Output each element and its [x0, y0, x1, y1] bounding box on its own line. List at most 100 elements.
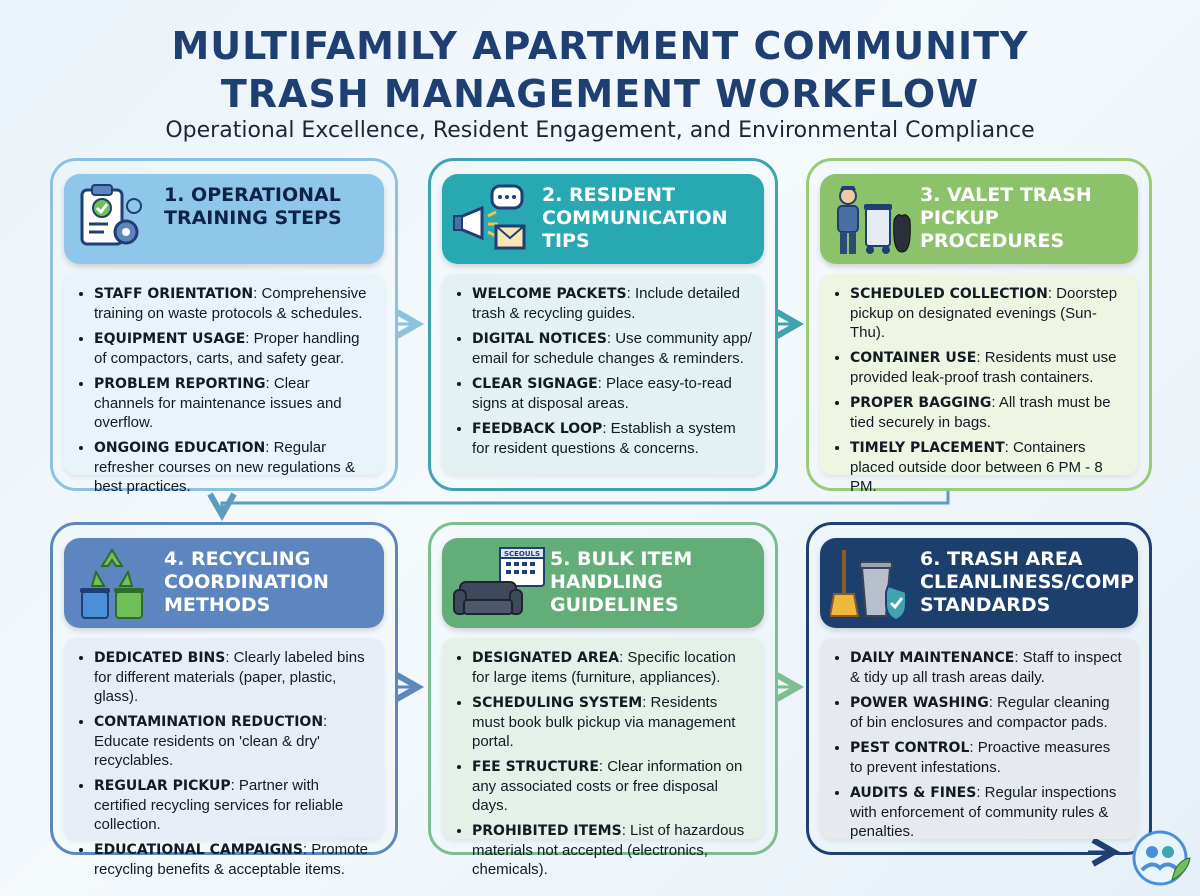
page-subtitle: Operational Excellence, Resident Engagem…: [165, 118, 1035, 143]
item-label: DEDICATED BINS: [94, 650, 226, 666]
list-item: TIMELY PLACEMENT: Containers placed outs…: [850, 438, 1126, 496]
item-text: : Educate residents on 'clean & dry' rec…: [94, 713, 328, 769]
item-label: PEST CONTROL: [850, 740, 970, 756]
list-item: SCHEDULED COLLECTION: Doorstep pickup on…: [850, 284, 1126, 342]
list-item: FEE STRUCTURE: Clear information on any …: [472, 757, 752, 815]
item-label: STAFF ORIENTATION: [94, 286, 254, 302]
arrow-3-to-4: [222, 490, 950, 515]
section-list: DEDICATED BINS: Clearly labeled bins for…: [78, 648, 372, 879]
item-label: EDUCATIONAL CAMPAIGNS: [94, 842, 303, 858]
section-header: SCEOULS 5. BULK ITEM HANDLING GUIDELINES: [442, 538, 764, 628]
section-frame: [428, 158, 778, 491]
section-body: DESIGNATED AREA: Specific location for l…: [442, 638, 764, 878]
list-item: FEEDBACK LOOP: Establish a system for re…: [472, 419, 752, 458]
item-text: : Proper handling of compactors, carts, …: [94, 330, 360, 367]
item-text: : Residents must use provided leak-proof…: [850, 349, 1117, 386]
title-line-1: MULTIFAMILY APARTMENT COMMUNITY: [171, 24, 1029, 68]
item-text: : Comprehensive training on waste protoc…: [94, 285, 367, 322]
list-item: ONGOING EDUCATION: Regular refresher cou…: [94, 438, 372, 496]
list-item: STAFF ORIENTATION: Comprehensive trainin…: [94, 284, 372, 323]
valet-worker-icon: [830, 182, 914, 263]
list-item: PROHIBITED ITEMS: List of hazardous mate…: [472, 821, 752, 879]
section-body: DAILY MAINTENANCE: Staff to inspect & ti…: [820, 638, 1138, 841]
section-header: 3. VALET TRASH PICKUP PROCEDURES: [820, 174, 1138, 264]
item-label: DAILY MAINTENANCE: [850, 650, 1015, 666]
section-title: 5. BULK ITEM HANDLING GUIDELINES: [550, 548, 693, 616]
item-label: WELCOME PACKETS: [472, 286, 627, 302]
item-label: EQUIPMENT USAGE: [94, 331, 246, 347]
calendar-label: SCEOULS: [504, 550, 540, 558]
list-item: AUDITS & FINES: Regular inspections with…: [850, 783, 1126, 841]
megaphone-chat-icon: [452, 182, 528, 259]
item-label: PROHIBITED ITEMS: [472, 823, 622, 839]
item-text: : Clear channels for maintenance issues …: [94, 375, 342, 431]
list-item: PEST CONTROL: Proactive measures to prev…: [850, 738, 1126, 777]
item-text: : Regular inspections with enforcement o…: [850, 784, 1117, 840]
sofa-calendar-icon: SCEOULS: [452, 546, 548, 627]
section-frame: [50, 158, 398, 491]
list-item: WELCOME PACKETS: Include detailed trash …: [472, 284, 752, 323]
item-label: CONTAINER USE: [850, 350, 977, 366]
item-text: : Clearly labeled bins for different mat…: [94, 649, 365, 705]
item-label: CONTAMINATION REDUCTION: [94, 714, 324, 730]
item-label: PROPER BAGGING: [850, 395, 992, 411]
item-label: ONGOING EDUCATION: [94, 440, 266, 456]
people-leaf-logo-icon: [1132, 828, 1192, 895]
section-title: 4. RECYCLING COORDINATION METHODS: [164, 548, 329, 616]
section-body: WELCOME PACKETS: Include detailed trash …: [442, 274, 764, 475]
list-item: REGULAR PICKUP: Partner with certified r…: [94, 776, 372, 834]
item-text: : Regular cleaning of bin enclosures and…: [850, 694, 1110, 731]
section-list: WELCOME PACKETS: Include detailed trash …: [456, 284, 752, 458]
item-text: : All trash must be tied securely in bag…: [850, 394, 1111, 431]
list-item: PROPER BAGGING: All trash must be tied s…: [850, 393, 1126, 432]
section-header: 4. RECYCLING COORDINATION METHODS: [64, 538, 384, 628]
section-list: STAFF ORIENTATION: Comprehensive trainin…: [78, 284, 372, 496]
item-label: SCHEDULED COLLECTION: [850, 286, 1048, 302]
section-body: DEDICATED BINS: Clearly labeled bins for…: [64, 638, 384, 878]
section-title: 1. OPERATIONAL TRAINING STEPS: [164, 184, 342, 229]
item-label: AUDITS & FINES: [850, 785, 977, 801]
section-title: 6. TRASH AREA CLEANLINESS/COMP STANDARDS: [920, 548, 1135, 616]
item-text: : Specific location for large items (fur…: [472, 649, 736, 686]
item-label: POWER WASHING: [850, 695, 989, 711]
title-text: MULTIFAMILY APARTMENT COMMUNITY TRASH MA…: [0, 22, 1200, 118]
section-header: 1. OPERATIONAL TRAINING STEPS: [64, 174, 384, 264]
item-label: REGULAR PICKUP: [94, 778, 231, 794]
list-item: SCHEDULING SYSTEM: Residents must book b…: [472, 693, 752, 751]
list-item: DESIGNATED AREA: Specific location for l…: [472, 648, 752, 687]
list-item: DAILY MAINTENANCE: Staff to inspect & ti…: [850, 648, 1126, 687]
item-text: : Regular refresher courses on new regul…: [94, 439, 355, 495]
section-list: DESIGNATED AREA: Specific location for l…: [456, 648, 752, 879]
item-label: TIMELY PLACEMENT: [850, 440, 1005, 456]
item-text: : Place easy-to-read signs at disposal a…: [472, 375, 732, 412]
list-item: EDUCATIONAL CAMPAIGNS: Promote recycling…: [94, 840, 372, 879]
item-label: DIGITAL NOTICES: [472, 331, 607, 347]
item-text: : Doorstep pickup on designated evenings…: [850, 285, 1118, 341]
item-label: FEEDBACK LOOP: [472, 421, 603, 437]
title-line-2: TRASH MANAGEMENT WORKFLOW: [220, 72, 980, 116]
item-text: : List of hazardous materials not accept…: [472, 822, 745, 878]
list-item: POWER WASHING: Regular cleaning of bin e…: [850, 693, 1126, 732]
section-list: DAILY MAINTENANCE: Staff to inspect & ti…: [834, 648, 1126, 841]
section-header: 6. TRASH AREA CLEANLINESS/COMP STANDARDS: [820, 538, 1138, 628]
list-item: CLEAR SIGNAGE: Place easy-to-read signs …: [472, 374, 752, 413]
section-header: 2. RESIDENT COMMUNICATION TIPS: [442, 174, 764, 264]
item-text: : Use community app/ email for schedule …: [472, 330, 752, 367]
item-text: : Proactive measures to prevent infestat…: [850, 739, 1111, 776]
section-title: 3. VALET TRASH PICKUP PROCEDURES: [920, 184, 1092, 252]
list-item: PROBLEM REPORTING: Clear channels for ma…: [94, 374, 372, 432]
section-frame: [806, 158, 1152, 491]
item-text: : Clear information on any associated co…: [472, 758, 743, 814]
section-frame: [428, 522, 778, 855]
item-label: PROBLEM REPORTING: [94, 376, 266, 392]
item-label: SCHEDULING SYSTEM: [472, 695, 643, 711]
list-item: DEDICATED BINS: Clearly labeled bins for…: [94, 648, 372, 706]
item-text: : Staff to inspect & tidy up all trash a…: [850, 649, 1122, 686]
item-text: : Establish a system for resident questi…: [472, 420, 736, 457]
list-item: DIGITAL NOTICES: Use community app/ emai…: [472, 329, 752, 368]
item-text: : Include detailed trash & recycling gui…: [472, 285, 741, 322]
list-item: CONTAINER USE: Residents must use provid…: [850, 348, 1126, 387]
item-text: : Partner with certified recycling servi…: [94, 777, 344, 833]
item-label: FEE STRUCTURE: [472, 759, 599, 775]
